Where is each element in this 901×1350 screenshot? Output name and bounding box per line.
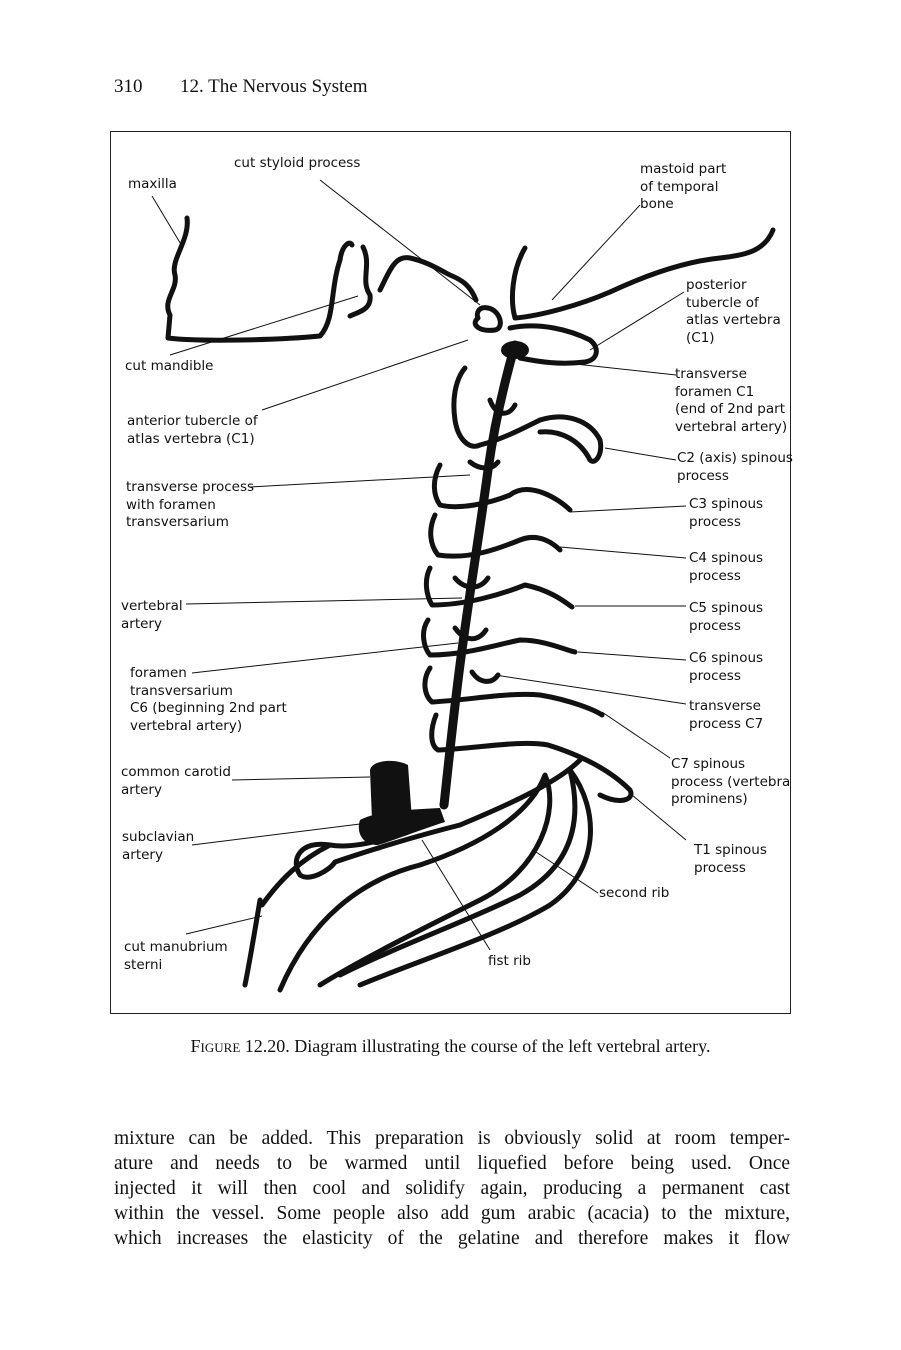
label-c5-spinous: C5 spinous process xyxy=(689,600,764,634)
leader-foramen-c6 xyxy=(191,642,459,674)
leader-t1-spinous xyxy=(631,794,687,841)
leader-c3-spinous xyxy=(569,505,687,513)
leader-subclavian xyxy=(191,823,361,846)
label-anterior-tubercle: anterior tubercle of atlas vertebra (C1) xyxy=(127,413,258,447)
vertebral-artery xyxy=(439,340,520,810)
label-c3-spinous: C3 spinous process xyxy=(689,496,764,530)
leader-common-carotid xyxy=(231,776,371,781)
body-paragraph: mixture can be added. This preparation i… xyxy=(114,1126,790,1251)
atlas-posterior xyxy=(507,323,599,366)
label-foramen-c6: foramen transversarium C6 (beginning 2nd… xyxy=(130,665,287,734)
leader-cut-styloid xyxy=(319,179,481,306)
subclavian-artery xyxy=(358,808,445,845)
leader-fist-rib xyxy=(421,839,491,951)
label-cut-styloid: cut styloid process xyxy=(234,155,361,171)
leader-vertebral-artery xyxy=(185,597,463,605)
running-header: 310 12. The Nervous System xyxy=(114,76,368,98)
caption-prefix: Figure 12.20. xyxy=(190,1036,290,1056)
label-second-rib: second rib xyxy=(599,885,670,901)
label-c6-spinous: C6 spinous process xyxy=(689,650,764,684)
first-rib xyxy=(293,757,583,880)
label-cut-manubrium: cut manubrium sterni xyxy=(124,939,228,973)
vertebra-c7 xyxy=(422,665,605,718)
figure-caption: Figure 12.20. Diagram illustrating the c… xyxy=(0,1036,901,1057)
leader-transverse-c7 xyxy=(494,674,687,705)
maxilla-outline xyxy=(165,215,355,343)
leader-anterior-tubercle xyxy=(261,339,469,411)
caption-text: Diagram illustrating the course of the l… xyxy=(294,1036,711,1056)
artery-loop-c1 xyxy=(501,341,529,359)
transverse-hook-c7 xyxy=(469,669,501,684)
label-transverse-foramen-c1: transverse foramen C1 (end of 2nd part v… xyxy=(675,366,788,435)
body-line: within the vessel. Some people also add … xyxy=(114,1203,790,1224)
vertebra-c5 xyxy=(423,565,575,610)
manubrium xyxy=(242,897,263,988)
styloid-outline xyxy=(377,255,479,303)
label-transverse-process: transverse process with foramen transver… xyxy=(126,479,255,530)
second-rib xyxy=(277,772,553,993)
leader-transverse-process xyxy=(249,474,471,488)
label-maxilla: maxilla xyxy=(128,176,177,192)
leader-c2-spinous xyxy=(604,447,677,461)
figure-frame xyxy=(110,131,791,1014)
leader-maxilla xyxy=(151,195,183,247)
second-rib-outer xyxy=(259,842,333,908)
vertebra-c4 xyxy=(428,512,563,559)
page-number: 310 xyxy=(114,76,143,97)
chapter-title: 12. The Nervous System xyxy=(180,76,368,97)
label-mastoid: mastoid part of temporal bone xyxy=(640,161,727,212)
body-line: ature and needs to be warmed until lique… xyxy=(114,1153,790,1174)
rib-lower xyxy=(337,767,593,988)
label-transverse-c7: transverse process C7 xyxy=(689,698,764,732)
label-c4-spinous: C4 spinous process xyxy=(689,550,764,584)
label-c2-spinous: C2 (axis) spinous process xyxy=(677,450,793,484)
leader-c4-spinous xyxy=(559,546,687,559)
transverse-hook-c6 xyxy=(452,625,489,642)
leader-second-rib xyxy=(535,851,599,894)
leader-mastoid xyxy=(551,204,641,301)
vertebra-c3 xyxy=(431,462,573,513)
leader-transverse-foramen-c1 xyxy=(519,357,677,376)
leader-c6-spinous xyxy=(577,651,687,661)
vertebra-c2 xyxy=(451,365,604,464)
label-posterior-tubercle: posterior tubercle of atlas vertebra (C1… xyxy=(686,277,781,346)
leader-c7-spinous xyxy=(601,711,671,759)
label-vertebral-artery: vertebral artery xyxy=(121,598,183,632)
label-cut-mandible: cut mandible xyxy=(125,358,214,374)
label-t1-spinous: T1 spinous process xyxy=(694,842,767,876)
label-common-carotid: common carotid artery xyxy=(121,764,231,798)
mastoid-outline xyxy=(509,227,776,321)
label-c7-spinous: C7 spinous process (vertebra prominens) xyxy=(671,756,791,807)
leader-cut-mandible xyxy=(169,295,359,356)
vertebra-t1 xyxy=(429,712,634,803)
body-line: which increases the elasticity of the ge… xyxy=(114,1228,790,1249)
label-subclavian: subclavian artery xyxy=(122,829,195,863)
vertebra-c6 xyxy=(421,617,578,658)
atlas-outline xyxy=(472,305,503,333)
body-line: mixture can be added. This preparation i… xyxy=(114,1128,790,1149)
leader-posterior-tubercle xyxy=(589,291,685,351)
mandible-ramus xyxy=(347,244,373,319)
label-fist-rib: fist rib xyxy=(488,953,531,969)
leader-cut-manubrium xyxy=(185,915,263,935)
body-line: injected it will then cool and solidify … xyxy=(114,1178,790,1199)
